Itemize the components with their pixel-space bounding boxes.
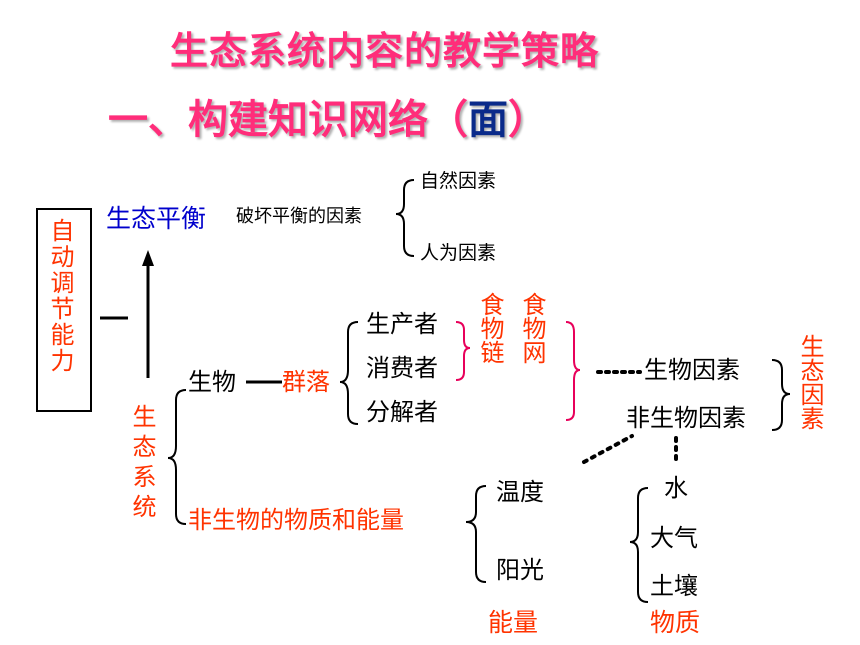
matter-label: 物质 <box>650 608 701 637</box>
organisms-label: 生物 <box>188 368 236 396</box>
page-title: 生态系统内容的教学策略 <box>170 29 600 73</box>
page-subtitle: 一、构建知识网络（面） <box>108 100 548 140</box>
consumer-label: 消费者 <box>366 354 438 382</box>
energy-label: 能量 <box>488 608 539 637</box>
ecosystem-label: 生态系统 <box>128 404 156 524</box>
producer-label: 生产者 <box>366 310 438 338</box>
air-label: 大气 <box>650 524 698 552</box>
self-regulation-box <box>36 208 92 412</box>
ecological-factors-label: 生态因素 <box>796 334 824 430</box>
temperature-label: 温度 <box>496 478 544 506</box>
eco-balance-label: 生态平衡 <box>106 204 207 233</box>
human-factors-label: 人为因素 <box>420 242 497 264</box>
food-chain-label: 食物链 <box>476 292 504 364</box>
food-web-label: 食物网 <box>518 292 546 364</box>
subtitle-close-paren: ） <box>508 97 548 143</box>
soil-label: 土壤 <box>650 572 698 600</box>
subtitle-open-paren: （ <box>428 97 468 143</box>
sunlight-label: 阳光 <box>496 556 544 584</box>
subtitle-mian: 面 <box>468 97 508 143</box>
abiotic-factors-label: 非生物因素 <box>626 404 746 432</box>
natural-factors-label: 自然因素 <box>420 170 497 192</box>
self-regulation-label: 自动调节能力 <box>46 218 74 374</box>
water-label: 水 <box>664 474 688 502</box>
abiotic-matter-energy-label: 非生物的物质和能量 <box>188 506 404 534</box>
decomposer-label: 分解者 <box>366 398 438 426</box>
damage-factors-label: 破坏平衡的因素 <box>236 206 362 227</box>
biotic-factors-label: 生物因素 <box>644 356 740 384</box>
community-label: 群落 <box>282 368 330 396</box>
subtitle-prefix: 一、构建知识网络 <box>108 97 428 143</box>
